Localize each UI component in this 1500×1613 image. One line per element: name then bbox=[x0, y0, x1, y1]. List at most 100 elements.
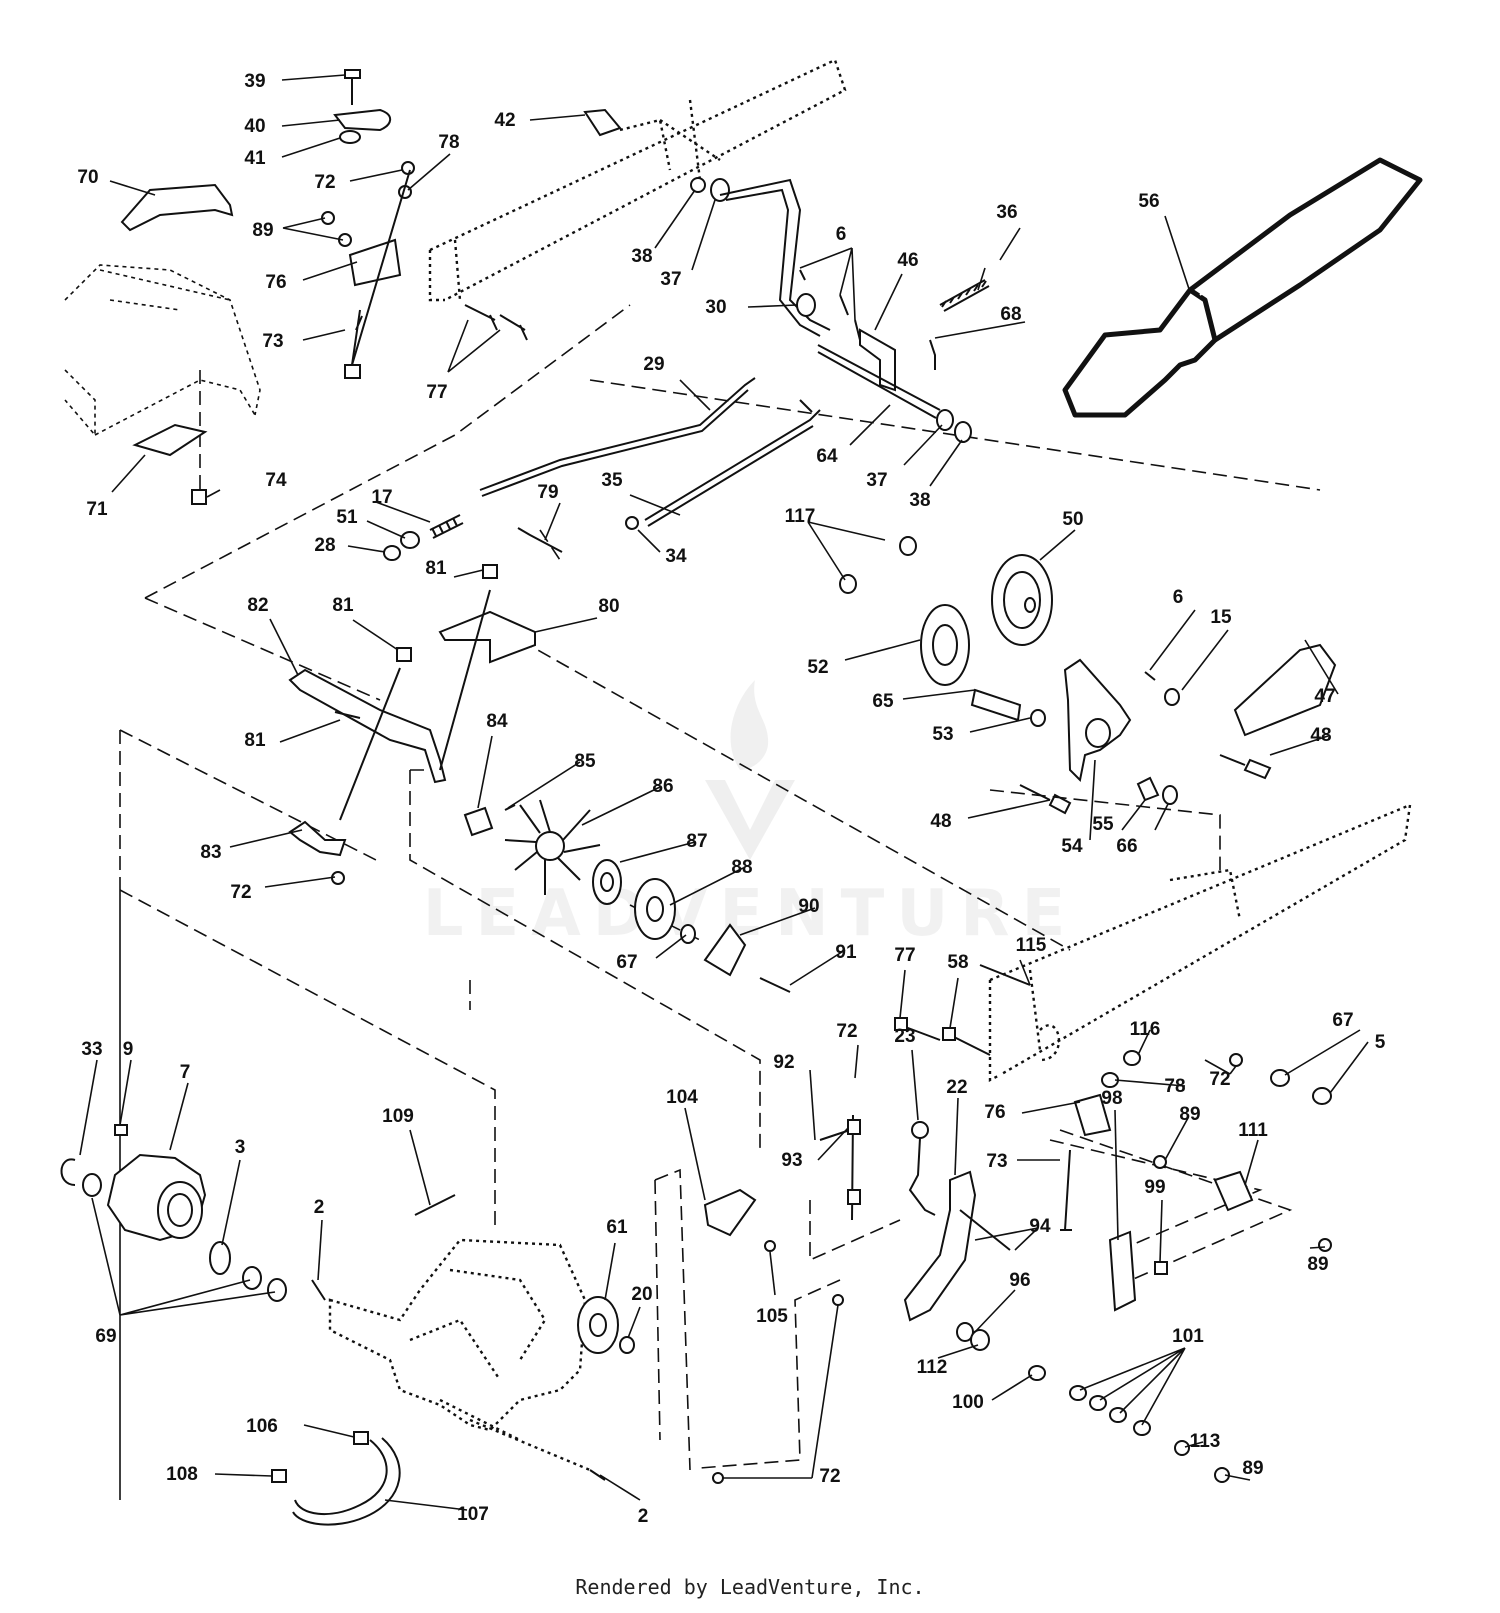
part-callout: 33 bbox=[81, 1039, 102, 1060]
part-callout: 113 bbox=[1190, 1431, 1221, 1452]
part-callout: 91 bbox=[835, 942, 857, 963]
part-callout: 78 bbox=[438, 132, 459, 153]
watermark-text: LEADVENTURE bbox=[423, 877, 1078, 951]
part-callout: 2 bbox=[638, 1506, 649, 1527]
part-callout: 5 bbox=[1375, 1032, 1386, 1053]
part-callout: 67 bbox=[1332, 1010, 1353, 1031]
part-callout: 112 bbox=[917, 1357, 948, 1378]
part-callout: 72 bbox=[836, 1021, 857, 1042]
part-callout: 108 bbox=[166, 1464, 198, 1485]
part-callout: 41 bbox=[244, 148, 266, 169]
part-callout: 107 bbox=[457, 1504, 489, 1525]
part-callout: 89 bbox=[1179, 1104, 1200, 1125]
part-callout: 116 bbox=[1130, 1019, 1161, 1040]
part-callout: 115 bbox=[1016, 935, 1047, 956]
part-callout: 93 bbox=[781, 1150, 802, 1171]
part-callout: 6 bbox=[1173, 587, 1184, 608]
part-callout: 54 bbox=[1061, 836, 1083, 857]
part-callout: 68 bbox=[1000, 304, 1021, 325]
part-callout: 40 bbox=[244, 116, 265, 137]
part-callout: 37 bbox=[660, 269, 681, 290]
part-callout: 70 bbox=[77, 167, 98, 188]
part-callout: 58 bbox=[947, 952, 968, 973]
part-callout: 52 bbox=[807, 657, 828, 678]
part-callout: 48 bbox=[930, 811, 951, 832]
part-callout: 50 bbox=[1062, 509, 1083, 530]
part-callout: 34 bbox=[665, 546, 687, 567]
part-callout: 100 bbox=[952, 1392, 984, 1413]
part-callout: 3 bbox=[235, 1137, 246, 1158]
part-callout: 96 bbox=[1009, 1270, 1030, 1291]
part-callout: 2 bbox=[314, 1197, 325, 1218]
part-callout: 46 bbox=[897, 250, 918, 271]
part-callout: 56 bbox=[1138, 191, 1159, 212]
part-callout: 29 bbox=[643, 354, 664, 375]
part-callout: 81 bbox=[425, 558, 447, 579]
part-callout: 35 bbox=[601, 470, 623, 491]
part-callout: 101 bbox=[1172, 1326, 1204, 1347]
part-callout: 72 bbox=[819, 1466, 840, 1487]
part-callout: 90 bbox=[798, 896, 819, 917]
part-callout: 109 bbox=[382, 1106, 414, 1127]
part-callout: 99 bbox=[1144, 1177, 1165, 1198]
part-callout: 104 bbox=[666, 1087, 698, 1108]
part-callout: 80 bbox=[598, 596, 619, 617]
part-callout: 9 bbox=[123, 1039, 134, 1060]
part-callout: 98 bbox=[1101, 1088, 1122, 1109]
part-callout: 78 bbox=[1164, 1076, 1185, 1097]
part-callout: 55 bbox=[1092, 814, 1114, 835]
part-callout: 74 bbox=[265, 470, 287, 491]
part-callout: 88 bbox=[731, 857, 752, 878]
part-callout: 111 bbox=[1238, 1120, 1268, 1141]
part-callout: 47 bbox=[1314, 686, 1335, 707]
part-callout: 53 bbox=[932, 724, 953, 745]
part-callout: 66 bbox=[1116, 836, 1137, 857]
part-callout: 92 bbox=[773, 1052, 794, 1073]
part-callout: 85 bbox=[574, 751, 596, 772]
part-callout: 105 bbox=[756, 1306, 788, 1327]
part-callout: 87 bbox=[686, 831, 707, 852]
footer-credit: Rendered by LeadVenture, Inc. bbox=[575, 1575, 925, 1599]
part-callout: 86 bbox=[652, 776, 673, 797]
part-callout: 17 bbox=[371, 487, 392, 508]
part-callout: 7 bbox=[180, 1062, 191, 1083]
part-callout: 15 bbox=[1210, 607, 1232, 628]
watermark-logo-icon bbox=[705, 680, 795, 860]
part-callout: 89 bbox=[1242, 1458, 1263, 1479]
part-callout: 20 bbox=[631, 1284, 652, 1305]
parts-drawings bbox=[60, 69, 1337, 1526]
drive-belt bbox=[1062, 157, 1423, 418]
part-callout: 65 bbox=[872, 691, 894, 712]
part-callout: 81 bbox=[244, 730, 266, 751]
leader-lines bbox=[79, 74, 1369, 1511]
part-callout: 28 bbox=[314, 535, 335, 556]
part-callout: 6 bbox=[836, 224, 847, 245]
part-callout: 42 bbox=[494, 110, 515, 131]
part-callout: 22 bbox=[946, 1077, 967, 1098]
part-callout: 76 bbox=[265, 272, 286, 293]
part-callout: 69 bbox=[95, 1326, 116, 1347]
frame-rail-upper bbox=[428, 58, 847, 302]
reference-outlines bbox=[119, 304, 1321, 1500]
part-callout: 76 bbox=[984, 1102, 1005, 1123]
part-callout: 36 bbox=[996, 202, 1017, 223]
part-callout: 37 bbox=[866, 470, 887, 491]
part-callout: 23 bbox=[894, 1026, 915, 1047]
fender-outline bbox=[64, 264, 261, 438]
frame-rail-lower bbox=[988, 803, 1412, 1082]
part-callout: 72 bbox=[314, 172, 335, 193]
part-callout: 61 bbox=[606, 1217, 628, 1238]
part-callout: 84 bbox=[486, 711, 508, 732]
part-callout: 82 bbox=[247, 595, 268, 616]
part-callout: 67 bbox=[616, 952, 637, 973]
part-callout: 39 bbox=[244, 71, 265, 92]
part-callout: 38 bbox=[909, 490, 930, 511]
part-callout: 83 bbox=[200, 842, 221, 863]
part-callout: 72 bbox=[230, 882, 251, 903]
part-callout: 38 bbox=[631, 246, 652, 267]
part-callout: 73 bbox=[986, 1151, 1007, 1172]
part-callout: 73 bbox=[262, 331, 283, 352]
part-callout: 106 bbox=[246, 1416, 278, 1437]
part-callout: 94 bbox=[1029, 1216, 1051, 1237]
